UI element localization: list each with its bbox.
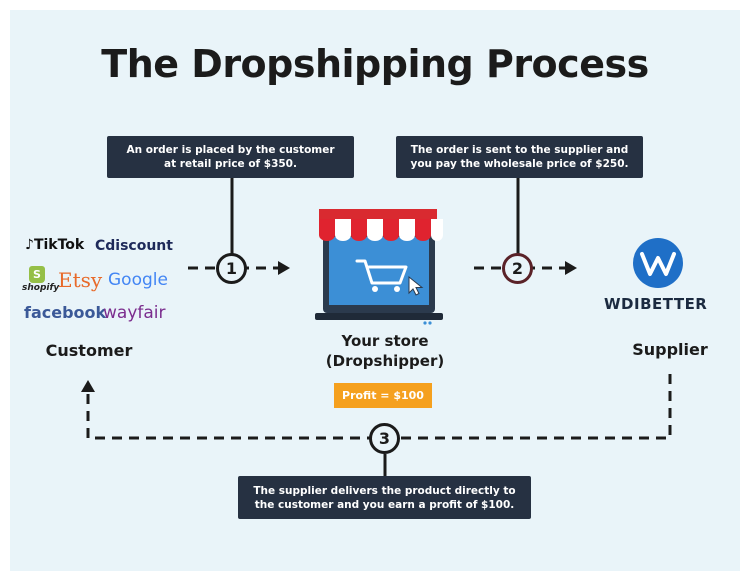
step-3-badge: 3 [369, 423, 400, 454]
tiktok-note-icon: ♪ [25, 237, 34, 253]
step-2-badge: 2 [502, 253, 533, 284]
shopify-logo: S shopify [22, 266, 60, 293]
wayfair-logo: wayfair [103, 303, 166, 323]
arrow-2-head [565, 261, 577, 275]
supplier-brand-name: WDIBETTER [604, 295, 708, 313]
etsy-logo: Etsy [58, 268, 103, 292]
diagram-title: The Dropshipping Process [101, 42, 649, 86]
order-sent-note: The order is sent to the supplier and yo… [396, 136, 643, 178]
store-label: Your store (Dropshipper) [320, 331, 450, 371]
tiktok-logo: ♪TikTok [25, 237, 85, 253]
store-label-line-2: (Dropshipper) [325, 352, 445, 370]
return-loop-head [81, 380, 95, 392]
supplier-logo-icon [633, 238, 683, 288]
delivery-note: The supplier delivers the product direct… [238, 476, 531, 519]
google-logo: Google [108, 270, 168, 290]
arrow-1-head [278, 261, 290, 275]
shopify-bag-icon: S [29, 266, 45, 283]
order-placed-note: An order is placed by the customer at re… [107, 136, 354, 178]
customer-label: Customer [45, 341, 133, 360]
store-laptop-icon [315, 209, 443, 325]
step-1-badge: 1 [216, 253, 247, 284]
facebook-logo: facebook [24, 303, 107, 322]
return-loop-line [86, 374, 672, 440]
store-label-line-1: Your store [341, 332, 429, 350]
cdiscount-logo: Cdiscount [95, 238, 173, 254]
supplier-label: Supplier [632, 340, 708, 359]
profit-badge: Profit = $100 [334, 383, 432, 408]
